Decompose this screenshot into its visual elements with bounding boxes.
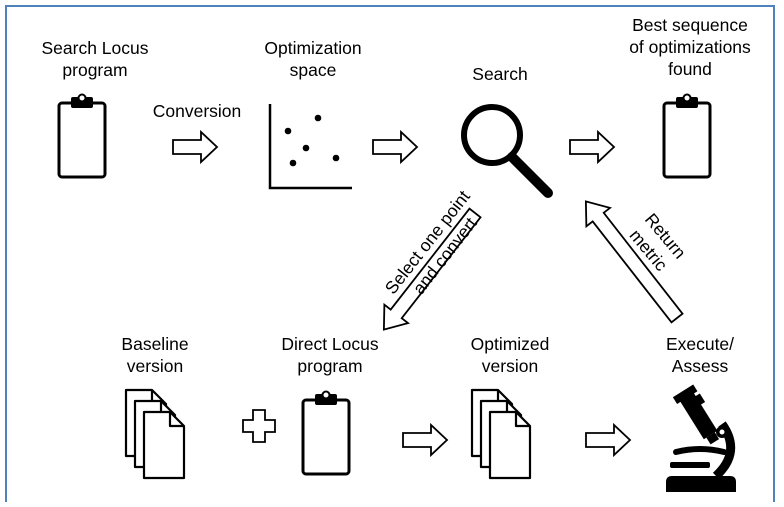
arrow-to-best <box>569 131 615 163</box>
arrow-conversion <box>172 131 218 163</box>
label-best-sequence: Best sequence of optimizations found <box>629 15 751 79</box>
label-search: Search <box>472 64 528 84</box>
baseline-document-stack-icon <box>126 390 184 478</box>
search-locus-clipboard-icon <box>57 93 107 179</box>
label-execute-assess: Execute/ Assess <box>665 334 735 376</box>
arrow-return-metric <box>584 200 684 324</box>
scatter-plot-icon <box>268 104 352 190</box>
arrow-select-convert <box>382 207 482 331</box>
label-optimized-version: Optimized version <box>470 334 550 376</box>
label-conversion: Conversion <box>152 101 242 121</box>
diagram-frame <box>5 5 775 502</box>
direct-locus-clipboard-icon <box>301 390 351 476</box>
arrow-to-search <box>372 131 418 163</box>
plus-icon <box>242 409 276 443</box>
arrow-to-execute <box>585 424 631 456</box>
label-baseline-version: Baseline version <box>121 334 189 376</box>
microscope-icon <box>666 384 736 492</box>
best-sequence-clipboard-icon <box>662 93 712 179</box>
magnifying-glass-icon <box>461 104 553 198</box>
arrow-to-optimized <box>402 424 448 456</box>
label-direct-locus-program: Direct Locus program <box>281 334 379 376</box>
optimized-document-stack-icon <box>472 390 530 478</box>
label-optimization-space: Optimization space <box>264 38 362 80</box>
label-search-locus-program: Search Locus program <box>41 38 149 80</box>
